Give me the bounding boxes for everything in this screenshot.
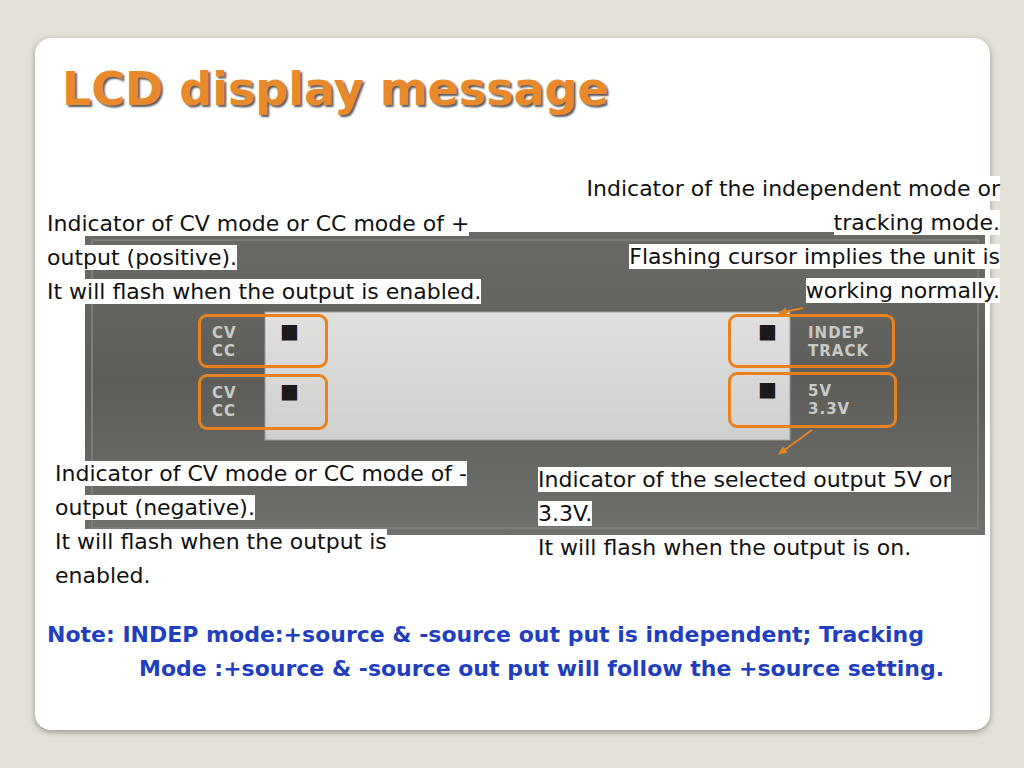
callout-text: Indicator of the independent mode or tra… bbox=[548, 172, 1000, 308]
callout-line: Indicator of CV mode or CC mode of + out… bbox=[47, 207, 537, 275]
callout-line: It will flash when the output is on. bbox=[538, 531, 1000, 565]
callout-line: Flashing cursor implies the unit is work… bbox=[548, 240, 1000, 308]
panel-marking: 3.3V bbox=[808, 400, 850, 418]
note-text: Note: INDEP mode:+source & -source out p… bbox=[47, 618, 977, 686]
panel-marking: CV bbox=[212, 324, 237, 342]
lcd-cursor: ■ bbox=[280, 380, 299, 402]
callout-line: Indicator of CV mode or CC mode of - out… bbox=[55, 457, 475, 525]
callout-label: Flashing cursor implies the unit is work… bbox=[629, 244, 1000, 303]
callout-label: It will flash when the output is enabled… bbox=[55, 529, 387, 588]
callout-text: Indicator of the selected output 5V or 3… bbox=[538, 463, 1000, 565]
highlight-box: CVCC ■ bbox=[198, 374, 328, 430]
panel-marking: TRACK bbox=[808, 342, 869, 360]
panel-marking: CV bbox=[212, 384, 237, 402]
highlight-box: CVCC ■ bbox=[198, 314, 328, 368]
callout-label: Indicator of CV mode or CC mode of + out… bbox=[47, 211, 469, 270]
callout-label: It will flash when the output is enabled… bbox=[47, 279, 481, 304]
slide-title: LCD display message bbox=[62, 62, 609, 116]
highlight-box: ■ INDEPTRACK bbox=[728, 314, 895, 368]
callout-line: Indicator of the independent mode or tra… bbox=[548, 172, 1000, 240]
lcd-cursor: ■ bbox=[758, 320, 777, 342]
lcd-cursor: ■ bbox=[280, 320, 299, 342]
callout-label: It will flash when the output is on. bbox=[538, 535, 911, 560]
callout-text: Indicator of CV mode or CC mode of - out… bbox=[55, 457, 475, 593]
callout-label: Indicator of CV mode or CC mode of - out… bbox=[55, 461, 467, 520]
callout-line: Indicator of the selected output 5V or 3… bbox=[538, 463, 1000, 531]
callout-label: Indicator of the independent mode or tra… bbox=[587, 176, 1000, 235]
panel-marking: CC bbox=[212, 402, 236, 420]
panel-marking: CC bbox=[212, 342, 236, 360]
panel-marking: 5V bbox=[808, 382, 832, 400]
highlight-box: ■ 5V3.3V bbox=[728, 372, 897, 428]
callout-line: It will flash when the output is enabled… bbox=[47, 275, 537, 309]
callout-text: Indicator of CV mode or CC mode of + out… bbox=[47, 207, 537, 309]
lcd-cursor: ■ bbox=[758, 378, 777, 400]
callout-line: It will flash when the output is enabled… bbox=[55, 525, 475, 593]
panel-marking: INDEP bbox=[808, 324, 865, 342]
callout-label: Indicator of the selected output 5V or 3… bbox=[538, 467, 951, 526]
